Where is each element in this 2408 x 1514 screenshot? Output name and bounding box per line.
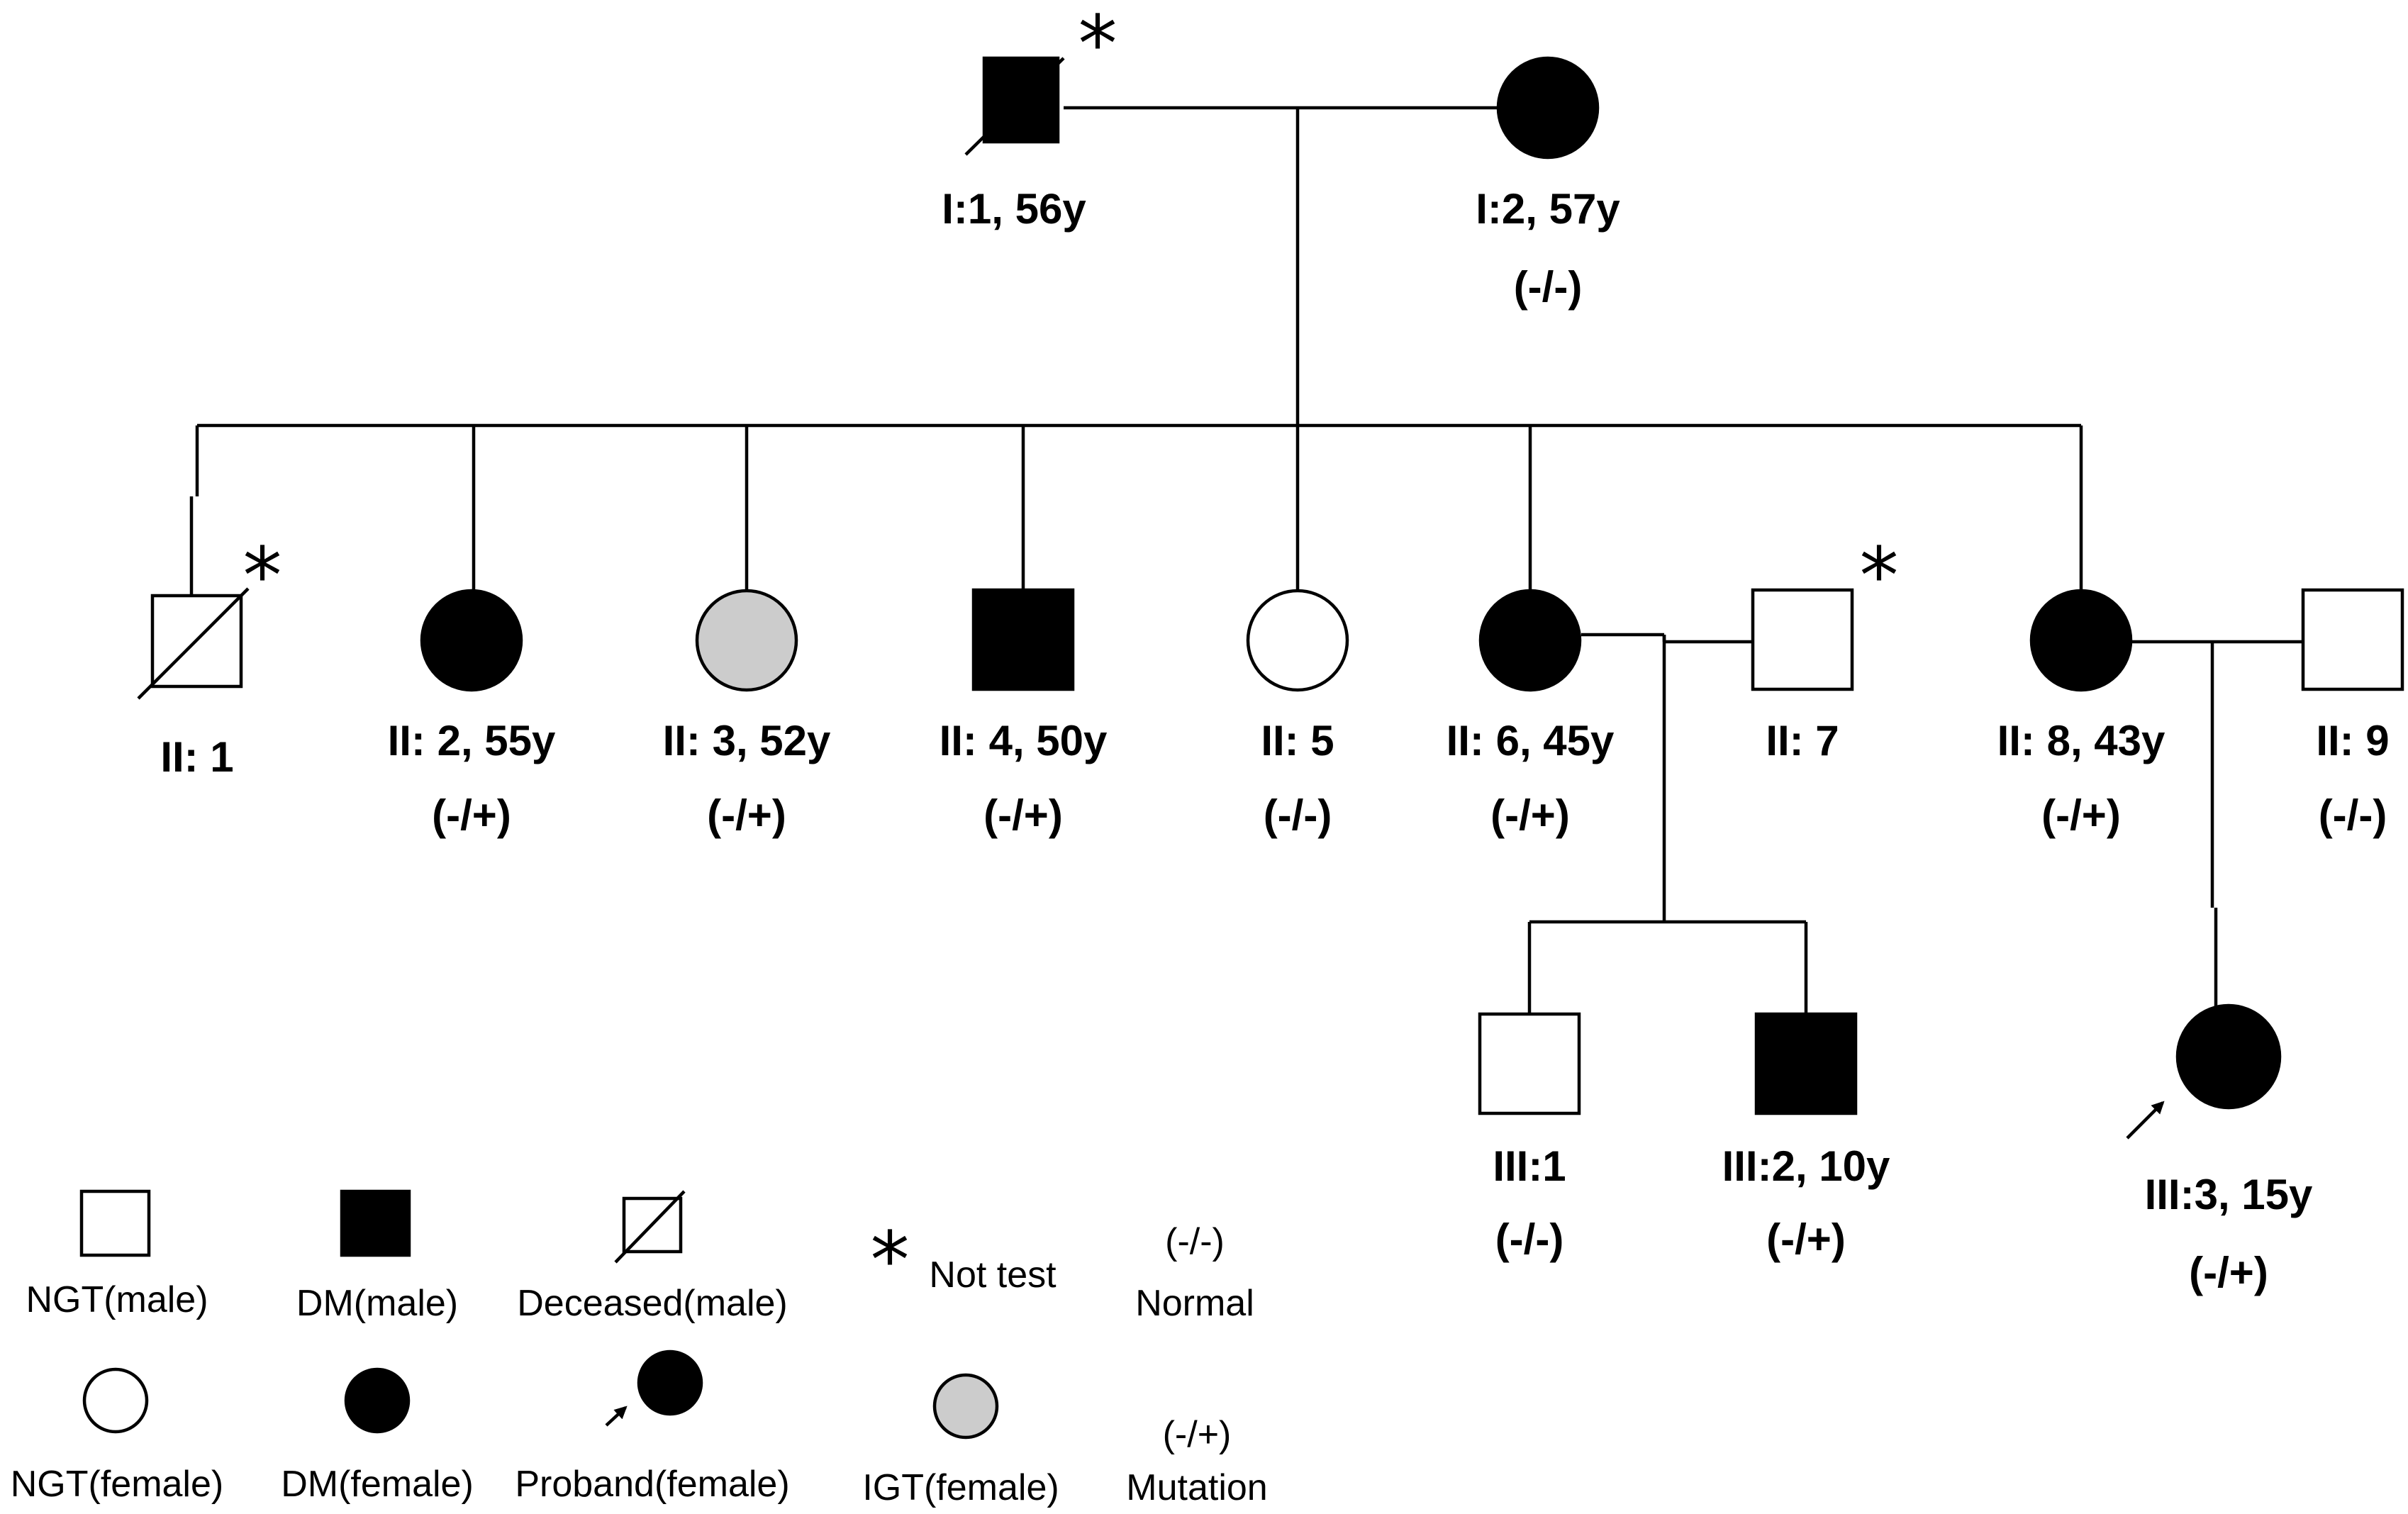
individual-label: I:2, 57y [1476, 185, 1620, 233]
individual-III2: III:2, 10y (-/+) [1722, 1012, 1890, 1263]
individual-label: II: 3, 52y [663, 717, 831, 764]
genotype-label: (-/+) [2189, 1249, 2268, 1296]
ngt-female-symbol [1246, 589, 1349, 692]
individual-label: III:1 [1493, 1142, 1566, 1190]
ngt-male-symbol [1478, 1012, 1581, 1115]
genotype-label: (-/-) [1514, 263, 1583, 311]
not-tested-star: * [871, 1215, 910, 1306]
individual-II9: II: 9 (-/-) [2301, 588, 2404, 839]
individual-II5: II: 5 (-/-) [1246, 589, 1349, 839]
deceased-slash [964, 57, 1065, 156]
legend-deceased-male: Deceased(male) [517, 1190, 788, 1324]
individual-II6: II: 6, 45y (-/+) [1447, 589, 1615, 839]
ngt-male-symbol [1751, 588, 1854, 691]
legend-label: Deceased(male) [517, 1283, 788, 1324]
dm-female-symbol [420, 589, 523, 692]
legend-igt-female: IGT(female) [862, 1373, 1059, 1508]
genotype-label: (-/+) [983, 791, 1063, 839]
genotype-label: (-/-) [1495, 1215, 1564, 1263]
individual-II2: II: 2, 55y (-/+) [388, 589, 556, 839]
legend-label: IGT(female) [862, 1467, 1059, 1508]
individual-label: II: 6, 45y [1447, 717, 1615, 764]
dm-male-symbol [971, 588, 1075, 691]
legend-ngt-female: NGT(female) [11, 1367, 223, 1505]
legend-normal: (-/-) Normal [1135, 1221, 1254, 1324]
not-tested-star: * [1078, 0, 1117, 89]
dm-female-symbol [637, 1349, 703, 1416]
individual-I2: I:2, 57y (-/-) [1476, 56, 1620, 311]
deceased-slash [137, 587, 250, 700]
legend-ngt-male: NGT(male) [26, 1189, 208, 1320]
legend-not-test: * Not test [871, 1215, 1057, 1306]
proband-arrow-icon [605, 1406, 628, 1427]
legend-label: Not test [929, 1254, 1057, 1296]
igt-female-symbol [932, 1373, 999, 1440]
genotype-label: (-/-) [1264, 791, 1332, 839]
genotype-label: (-/+) [1490, 791, 1570, 839]
ngt-male-symbol [79, 1189, 151, 1257]
individual-II1: * II: 1 [137, 530, 282, 781]
legend-mutation: (-/+) Mutation [1126, 1414, 1267, 1508]
genotype-label: (-/+) [1766, 1215, 1846, 1263]
not-tested-star: * [243, 530, 282, 621]
legend-label: Proband(female) [515, 1464, 789, 1505]
legend-proband-female: Proband(female) [515, 1349, 790, 1505]
legend-dm-male: DM(male) [296, 1189, 458, 1324]
dm-male-symbol [1754, 1012, 1858, 1115]
individual-label: III:3, 15y [2145, 1171, 2313, 1218]
legend-label: NGT(male) [26, 1279, 208, 1320]
individual-label: II: 9 [2316, 717, 2389, 764]
individual-II4: II: 4, 50y (-/+) [940, 588, 1108, 839]
dm-female-symbol [2029, 589, 2133, 692]
connection-lines [189, 106, 2303, 1014]
dm-female-symbol [2175, 1003, 2282, 1110]
legend-label: DM(female) [281, 1464, 474, 1505]
dm-female-symbol [1478, 589, 1582, 692]
deceased-slash [614, 1190, 686, 1264]
legend-dm-female: DM(female) [281, 1367, 474, 1505]
individual-III3: III:3, 15y (-/+) [2126, 1003, 2313, 1296]
legend: NGT(male) DM(male) Deceased(male) * Not … [11, 1189, 1268, 1508]
individual-label: II: 4, 50y [940, 717, 1108, 764]
individual-label: II: 8, 43y [1997, 717, 2165, 764]
legend-code: (-/+) [1163, 1414, 1232, 1455]
genotype-label: (-/-) [2319, 791, 2387, 839]
individual-label: II: 5 [1261, 717, 1334, 764]
dm-male-symbol [340, 1189, 411, 1257]
individual-I1: * I:1, 56y [942, 0, 1117, 233]
dm-male-symbol [982, 56, 1060, 144]
individual-III1: III:1 (-/-) [1478, 1012, 1581, 1263]
dm-female-symbol [344, 1367, 411, 1434]
proband-arrow-icon [2126, 1101, 2165, 1140]
legend-label: NGT(female) [11, 1464, 223, 1505]
individual-II3: II: 3, 52y (-/+) [663, 589, 831, 839]
ngt-female-symbol [82, 1367, 149, 1434]
individual-II8: II: 8, 43y (-/+) [1997, 589, 2165, 839]
legend-label: Normal [1135, 1283, 1254, 1324]
individual-label: II: 7 [1766, 717, 1839, 764]
dm-female-symbol [1496, 56, 1600, 160]
genotype-label: (-/+) [707, 791, 786, 839]
not-tested-star: * [1860, 530, 1899, 621]
legend-label: Mutation [1126, 1467, 1267, 1508]
genotype-label: (-/+) [432, 791, 511, 839]
ngt-male-symbol [2301, 588, 2404, 691]
legend-code: (-/-) [1165, 1221, 1225, 1262]
individual-label: III:2, 10y [1722, 1142, 1890, 1190]
genotype-label: (-/+) [2041, 791, 2121, 839]
legend-label: DM(male) [296, 1283, 458, 1324]
individual-II7: * II: 7 [1751, 530, 1899, 764]
individual-label: II: 1 [160, 733, 233, 781]
igt-female-symbol [695, 589, 798, 692]
individual-label: I:1, 56y [942, 185, 1086, 233]
individual-label: II: 2, 55y [388, 717, 556, 764]
